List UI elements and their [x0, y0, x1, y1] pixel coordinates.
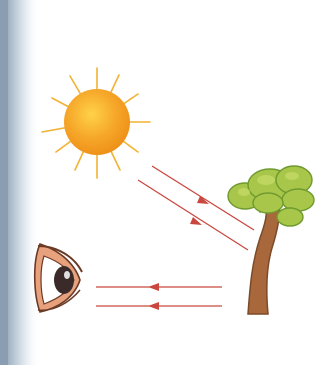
sun-icon — [42, 68, 150, 178]
light-ray-arrow-icon — [148, 302, 159, 310]
page-edge-dark — [0, 0, 8, 365]
reflected-light-rays — [96, 283, 222, 310]
tree-icon — [228, 166, 314, 314]
light-ray-arrow-icon — [148, 283, 159, 291]
eye-icon — [35, 244, 82, 312]
light-ray-arrow-icon — [190, 217, 202, 225]
